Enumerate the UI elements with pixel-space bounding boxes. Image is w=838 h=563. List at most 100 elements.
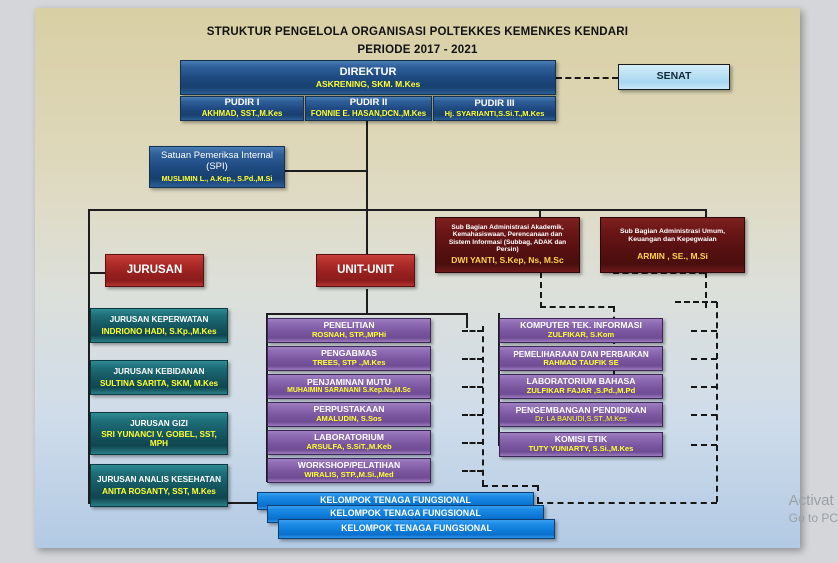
jurusan-4-role: JURUSAN ANALIS KESEHATAN bbox=[96, 475, 222, 485]
node-unit-right-5[interactable]: KOMISI ETIK TUTY YUNIARTY, S.Si.,M.Kes bbox=[499, 432, 663, 457]
node-unit-left-4[interactable]: PERPUSTAKAAN AMALUDIN, S.Sos bbox=[267, 402, 431, 427]
node-jurusan-2[interactable]: JURUSAN KEBIDANAN SULTINA SARITA, SKM, M… bbox=[90, 360, 228, 395]
unit-right-3-name: ZULFIKAR FAJAR ,S.Pd.,M.Pd bbox=[526, 386, 636, 396]
unit-left-2-role: PENGABMAS bbox=[321, 348, 377, 359]
dash-mid-branch-3 bbox=[462, 386, 483, 388]
unit-left-1-role: PENELITIAN bbox=[323, 320, 375, 331]
unit-left-4-role: PERPUSTAKAAN bbox=[313, 404, 385, 415]
jurusan-3-name: SRI YUNANCI V. GOBEL, SST, MPH bbox=[101, 429, 217, 449]
node-pudir-2[interactable]: PUDIR II FONNIE E. HASAN,DCN.,M.Kes bbox=[305, 96, 432, 121]
node-subbagian-umum[interactable]: Sub Bagian Administrasi Umum, Keuangan d… bbox=[600, 217, 745, 273]
dash-mid-branch-5 bbox=[462, 442, 483, 444]
connector-main-trunk bbox=[366, 120, 368, 259]
dash-right-top bbox=[675, 301, 717, 303]
pudir-3-name: Hj. SYARIANTI,S.Si.T.,M.Kes bbox=[444, 109, 545, 119]
connector-direktur-senat bbox=[556, 77, 618, 79]
dash-mid-branch-4 bbox=[462, 414, 483, 416]
spi-role: Satuan Pemeriksa Internal (SPI) bbox=[161, 150, 273, 172]
node-unit-right-4[interactable]: PENGEMBANGAN PENDIDIKAN Dr. LA BANUDI,S.… bbox=[499, 402, 663, 427]
dash-mid-branch-2 bbox=[462, 358, 483, 360]
spi-name: MUSLIMIN L., A.Kep., S.Pd.,M.Si bbox=[161, 173, 273, 183]
node-unit-left-2[interactable]: PENGABMAS TREES, STP .,M.Kes bbox=[267, 346, 431, 371]
connector-unit-spread bbox=[266, 313, 466, 315]
dash-subbag2-left bbox=[613, 272, 705, 274]
connector-unit-right-stub bbox=[466, 313, 468, 328]
unit-left-3-name: MUHAIMIN SARANANI S.Kep.Ns,M.Sc bbox=[287, 387, 411, 395]
node-jurusan-1[interactable]: JURUSAN KEPERWATAN INDRIONO HADI, S.Kp.,… bbox=[90, 308, 228, 343]
node-unit-left-6[interactable]: WORKSHOP/PELATIHAN WIRALIS, STP.,M.Si.,M… bbox=[267, 458, 431, 483]
subbagian-1-name: DWI YANTI, S.Kep, Ns, M.Sc bbox=[451, 255, 564, 266]
unit-right-3-role: LABORATORIUM BAHASA bbox=[526, 376, 636, 387]
node-pudir-3[interactable]: PUDIR III Hj. SYARIANTI,S.Si.T.,M.Kes bbox=[433, 96, 556, 121]
jurusan-1-role: JURUSAN KEPERWATAN bbox=[109, 315, 209, 325]
connector-trunk-spi bbox=[285, 170, 367, 172]
unit-right-4-name: Dr. LA BANUDI,S.ST.,M.Kes bbox=[535, 414, 627, 424]
node-unit-right-3[interactable]: LABORATORIUM BAHASA ZULFIKAR FAJAR ,S.Pd… bbox=[499, 374, 663, 399]
node-subbagian-adak[interactable]: Sub Bagian Administrasi Akademik, Kemaha… bbox=[435, 217, 580, 273]
connector-unit-left-rail bbox=[266, 313, 268, 480]
dash-right-branch-2 bbox=[691, 358, 717, 360]
slide-canvas: STRUKTUR PENGELOLA ORGANISASI POLTEKKES … bbox=[35, 8, 800, 548]
watermark-line1: Activat bbox=[788, 492, 834, 509]
unit-left-4-name: AMALUDIN, S.Sos bbox=[316, 414, 382, 424]
subbagian-2-role: Sub Bagian Administrasi Umum, Keuangan d… bbox=[619, 228, 726, 243]
unit-left-6-role: WORKSHOP/PELATIHAN bbox=[297, 460, 401, 471]
subbagian-1-role: Sub Bagian Administrasi Akademik, Kemaha… bbox=[448, 223, 567, 254]
node-unit-left-5[interactable]: LABORATORIUM ARSULFA, S.SiT.,M.Keb bbox=[267, 430, 431, 455]
dash-mid-branch-1 bbox=[462, 330, 483, 332]
pudir-2-name: FONNIE E. HASAN,DCN.,M.Kes bbox=[310, 108, 427, 118]
page-title-line1: STRUKTUR PENGELOLA ORGANISASI POLTEKKES … bbox=[206, 26, 629, 38]
unit-header-label: UNIT-UNIT bbox=[337, 264, 394, 277]
connector-bus-jurusan bbox=[88, 209, 90, 273]
pudir-3-role: PUDIR III bbox=[474, 97, 515, 109]
unit-left-3-role: PENJAMINAN MUTU bbox=[306, 376, 392, 387]
unit-left-5-role: LABORATORIUM bbox=[314, 432, 384, 443]
fungsional-2-label: KELOMPOK TENAGA FUNGSIONAL bbox=[330, 508, 481, 519]
pudir-1-role: PUDIR I bbox=[224, 97, 260, 109]
dash-mid-branch-6 bbox=[462, 470, 483, 472]
fungsional-3-label: KELOMPOK TENAGA FUNGSIONAL bbox=[341, 523, 492, 534]
node-unit-left-1[interactable]: PENELITIAN ROSNAH, STP.,MPHi bbox=[267, 318, 431, 343]
connector-jurusan-rail bbox=[88, 272, 90, 502]
unit-right-5-role: KOMISI ETIK bbox=[554, 434, 608, 445]
node-jurusan-header[interactable]: JURUSAN bbox=[105, 254, 204, 287]
unit-left-1-name: ROSNAH, STP.,MPHi bbox=[311, 330, 387, 340]
jurusan-3-role: JURUSAN GIZI bbox=[130, 418, 188, 428]
node-fungsional-3[interactable]: KELOMPOK TENAGA FUNGSIONAL bbox=[278, 519, 555, 539]
senat-label: SENAT bbox=[656, 70, 692, 83]
direktur-role: DIREKTUR bbox=[339, 65, 397, 78]
node-direktur[interactable]: DIREKTUR ASKRENING, SKM. M.Kes bbox=[180, 60, 556, 95]
dash-right-branch-4 bbox=[691, 414, 717, 416]
unit-right-2-name: RAHMAD TAUFIK SE bbox=[543, 357, 619, 367]
connector-bus-subbag1 bbox=[539, 209, 541, 217]
node-pudir-1[interactable]: PUDIR I AKHMAD, SST.,M.Kes bbox=[180, 96, 304, 121]
connector-horizontal-bus bbox=[88, 209, 706, 211]
direktur-name: ASKRENING, SKM. M.Kes bbox=[315, 78, 421, 89]
dash-right-branch-3 bbox=[691, 386, 717, 388]
dash-subbag2-down bbox=[705, 272, 707, 308]
node-senat[interactable]: SENAT bbox=[618, 64, 730, 90]
fungsional-1-label: KELOMPOK TENAGA FUNGSIONAL bbox=[320, 495, 471, 506]
node-unit-header[interactable]: UNIT-UNIT bbox=[316, 254, 415, 287]
unit-left-5-name: ARSULFA, S.SiT.,M.Keb bbox=[306, 442, 392, 452]
dash-right-rail bbox=[716, 302, 718, 502]
dash-mid-bottom bbox=[482, 485, 538, 487]
connector-unit-down bbox=[366, 289, 368, 314]
dash-bottom-return bbox=[537, 502, 717, 504]
subbagian-2-name: ARMIN , SE., M.Si bbox=[637, 251, 708, 262]
unit-right-1-role: KOMPUTER TEK. INFORMASI bbox=[520, 320, 642, 331]
unit-right-2-role: PEMELIHARAAN DAN PERBAIKAN bbox=[513, 349, 649, 359]
unit-right-1-name: ZULFIKAR, S.Kom bbox=[547, 330, 615, 340]
node-unit-right-2[interactable]: PEMELIHARAAN DAN PERBAIKAN RAHMAD TAUFIK… bbox=[499, 346, 663, 371]
dash-mid-to-bottom bbox=[537, 485, 539, 503]
connector-unitright-rail bbox=[498, 313, 500, 445]
node-unit-right-1[interactable]: KOMPUTER TEK. INFORMASI ZULFIKAR, S.Kom bbox=[499, 318, 663, 343]
node-jurusan-3[interactable]: JURUSAN GIZI SRI YUNANCI V. GOBEL, SST, … bbox=[90, 412, 228, 455]
page-title-line2: PERIODE 2017 - 2021 bbox=[357, 44, 478, 56]
node-jurusan-4[interactable]: JURUSAN ANALIS KESEHATAN ANITA ROSANTY, … bbox=[90, 464, 228, 507]
unit-left-6-name: WIRALIS, STP.,M.Si.,Med bbox=[304, 470, 394, 480]
node-unit-left-3[interactable]: PENJAMINAN MUTU MUHAIMIN SARANANI S.Kep.… bbox=[267, 374, 431, 399]
node-spi[interactable]: Satuan Pemeriksa Internal (SPI) MUSLIMIN… bbox=[149, 146, 285, 188]
jurusan-1-name: INDRIONO HADI, S.Kp.,M.Kes bbox=[101, 326, 217, 336]
